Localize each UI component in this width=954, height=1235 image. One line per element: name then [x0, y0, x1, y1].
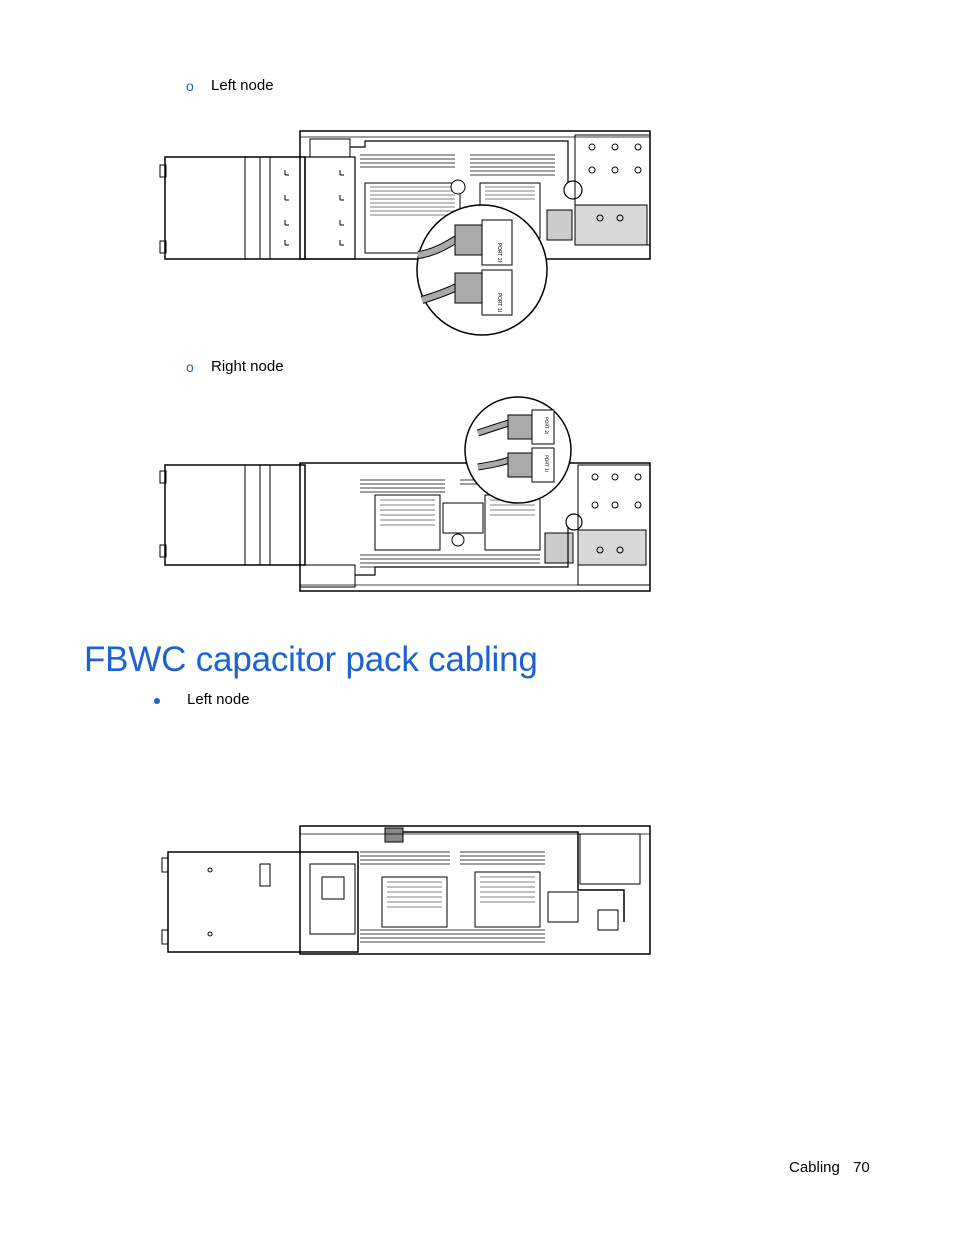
- list-bullet: [154, 698, 160, 704]
- section-heading: FBWC capacitor pack cabling: [84, 640, 538, 679]
- list-marker: o: [186, 78, 194, 94]
- list-item-left-node: Left node: [211, 77, 274, 94]
- callout-label: PORT 2I: [496, 243, 502, 262]
- page-number: 70: [853, 1159, 870, 1176]
- callout-label: PORT 1I: [496, 293, 502, 312]
- fbwc-left-node-diagram: [161, 825, 651, 955]
- list-marker: o: [186, 359, 194, 375]
- left-node-cabling-diagram: PORT 2I PORT 1I: [159, 130, 651, 336]
- list-item-right-node: Right node: [211, 358, 284, 375]
- list-item-left-node-fbwc: Left node: [187, 691, 250, 708]
- callout-label: PORT 2I: [543, 417, 549, 434]
- right-node-cabling-diagram: PORT 2I PORT 1I: [159, 396, 651, 592]
- callout-label: PORT 1I: [543, 455, 549, 472]
- footer-section: Cabling: [789, 1159, 840, 1176]
